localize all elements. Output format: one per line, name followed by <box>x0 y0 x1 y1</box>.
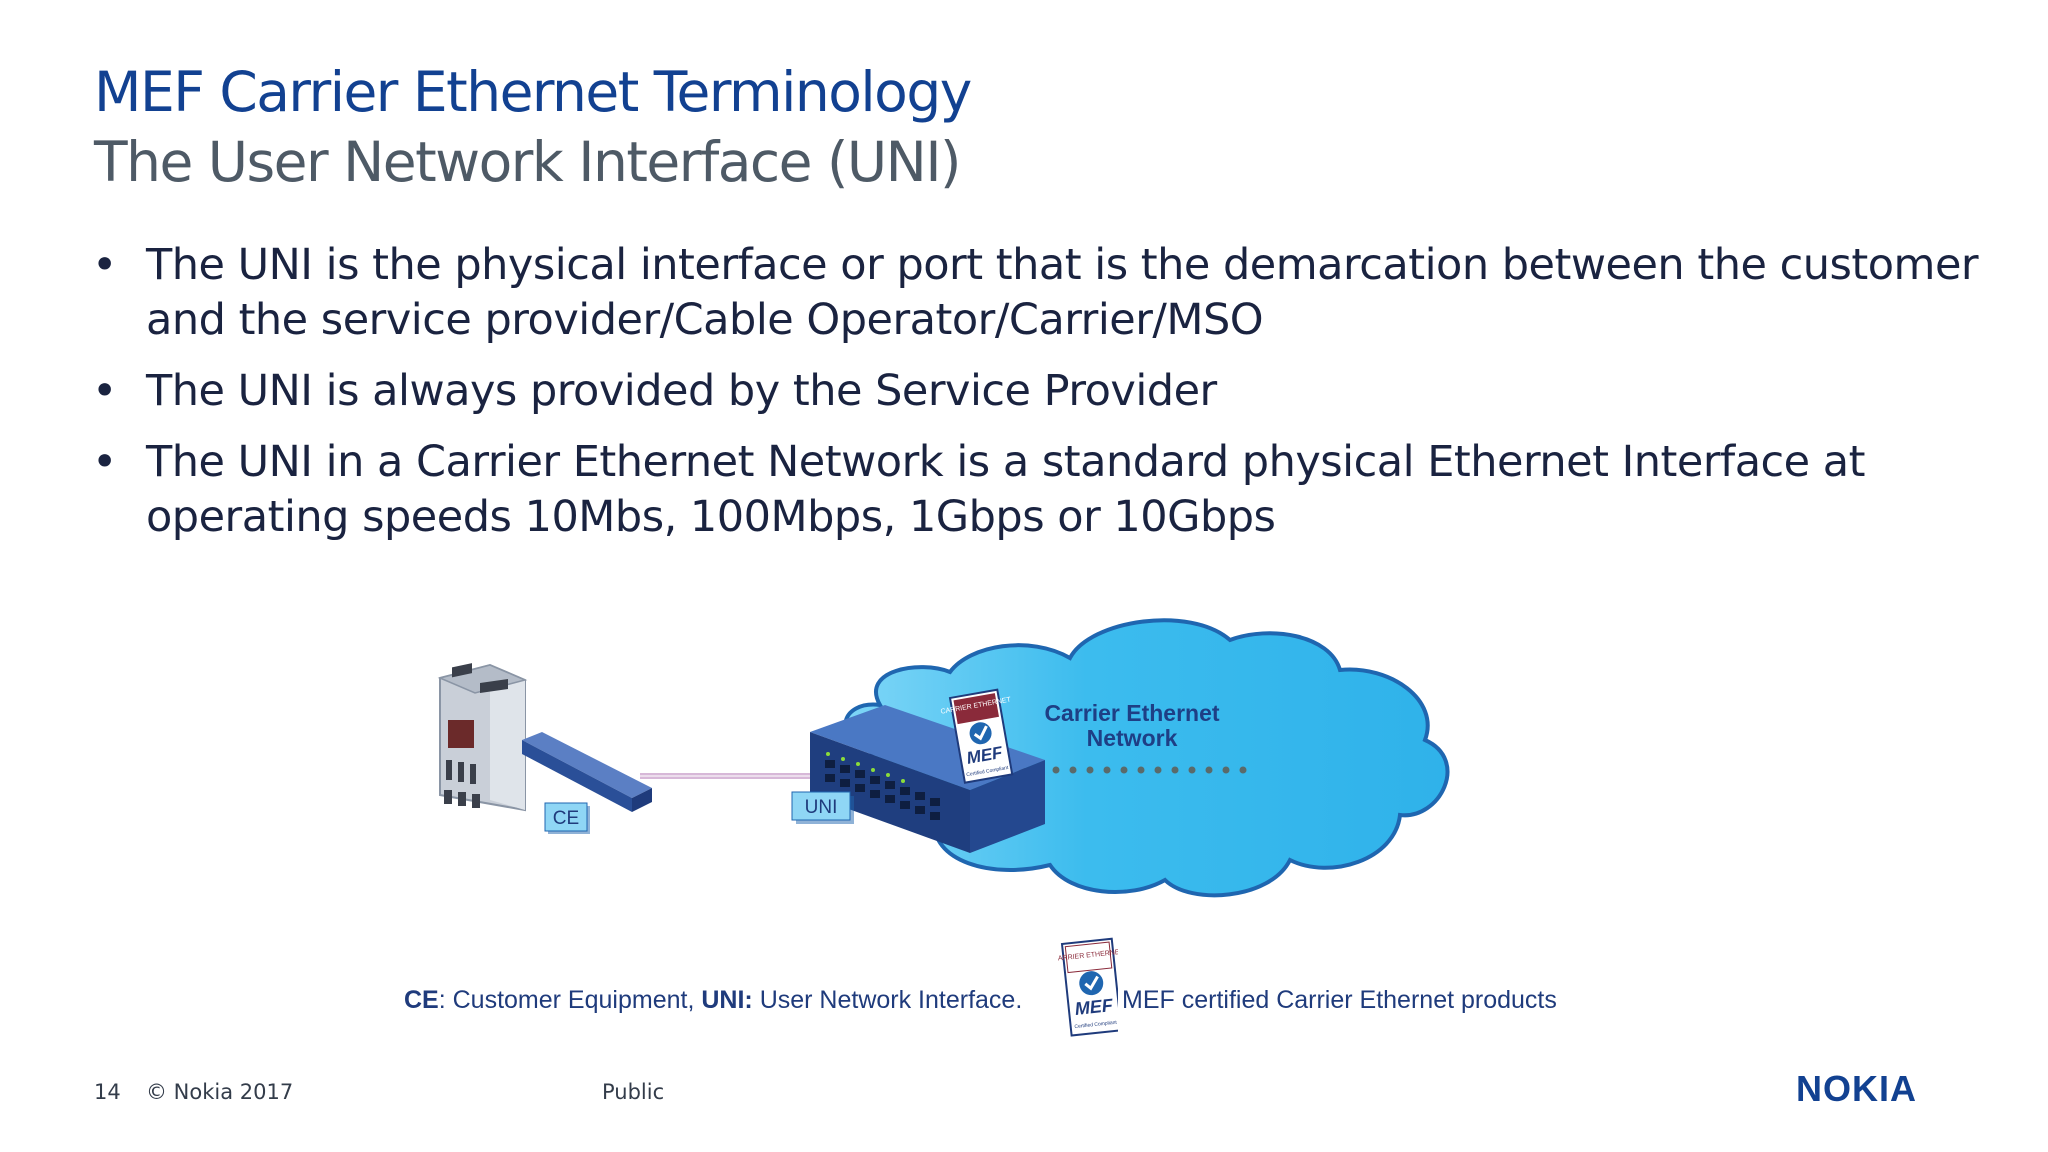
svg-text:MEF: MEF <box>1074 995 1115 1019</box>
svg-text:Certified Compliant: Certified Compliant <box>1074 1020 1118 1030</box>
cloud-label-line1: Carrier Ethernet <box>1044 700 1219 726</box>
copyright: © Nokia 2017 <box>146 1080 294 1104</box>
svg-text:UNI: UNI <box>805 797 838 818</box>
mef-legend-badge-icon: CARRIER ETHERNET MEF Certified Compliant <box>1058 937 1118 1037</box>
customer-building-icon <box>437 663 528 812</box>
legend-caption: CE: Customer Equipment, UNI: User Networ… <box>404 986 1022 1015</box>
ce-definition: : Customer Equipment, <box>438 986 702 1014</box>
ce-abbr: CE <box>404 986 439 1014</box>
page-number: 14 <box>94 1080 121 1104</box>
ce-device-icon <box>522 732 652 812</box>
slide-subtitle: The User Network Interface (UNI) <box>94 130 962 194</box>
cloud-label-line2: Network <box>1087 725 1178 751</box>
ce-tag: CE <box>544 802 590 834</box>
uni-abbr: UNI: <box>701 986 753 1014</box>
mef-caption: MEF certified Carrier Ethernet products <box>1122 986 1557 1014</box>
bullet-item: The UNI is the physical interface or por… <box>90 238 1990 348</box>
classification-label: Public <box>602 1080 665 1104</box>
nokia-logo: NOKIA <box>1796 1068 1917 1109</box>
uni-definition: User Network Interface. <box>752 986 1023 1014</box>
slide-title: MEF Carrier Ethernet Terminology <box>94 60 972 124</box>
bullet-item: The UNI in a Carrier Ethernet Network is… <box>90 435 1990 545</box>
uni-diagram: Carrier Ethernet Network CE <box>437 618 1450 898</box>
uni-tag: UNI <box>791 791 854 824</box>
svg-text:CE: CE <box>553 808 579 829</box>
bullet-item: The UNI is always provided by the Servic… <box>90 364 1990 419</box>
mef-certified-badge-icon: CARRIER ETHERNET MEF Certified Compliant <box>940 688 1014 784</box>
bullet-list: The UNI is the physical interface or por… <box>90 238 1990 561</box>
